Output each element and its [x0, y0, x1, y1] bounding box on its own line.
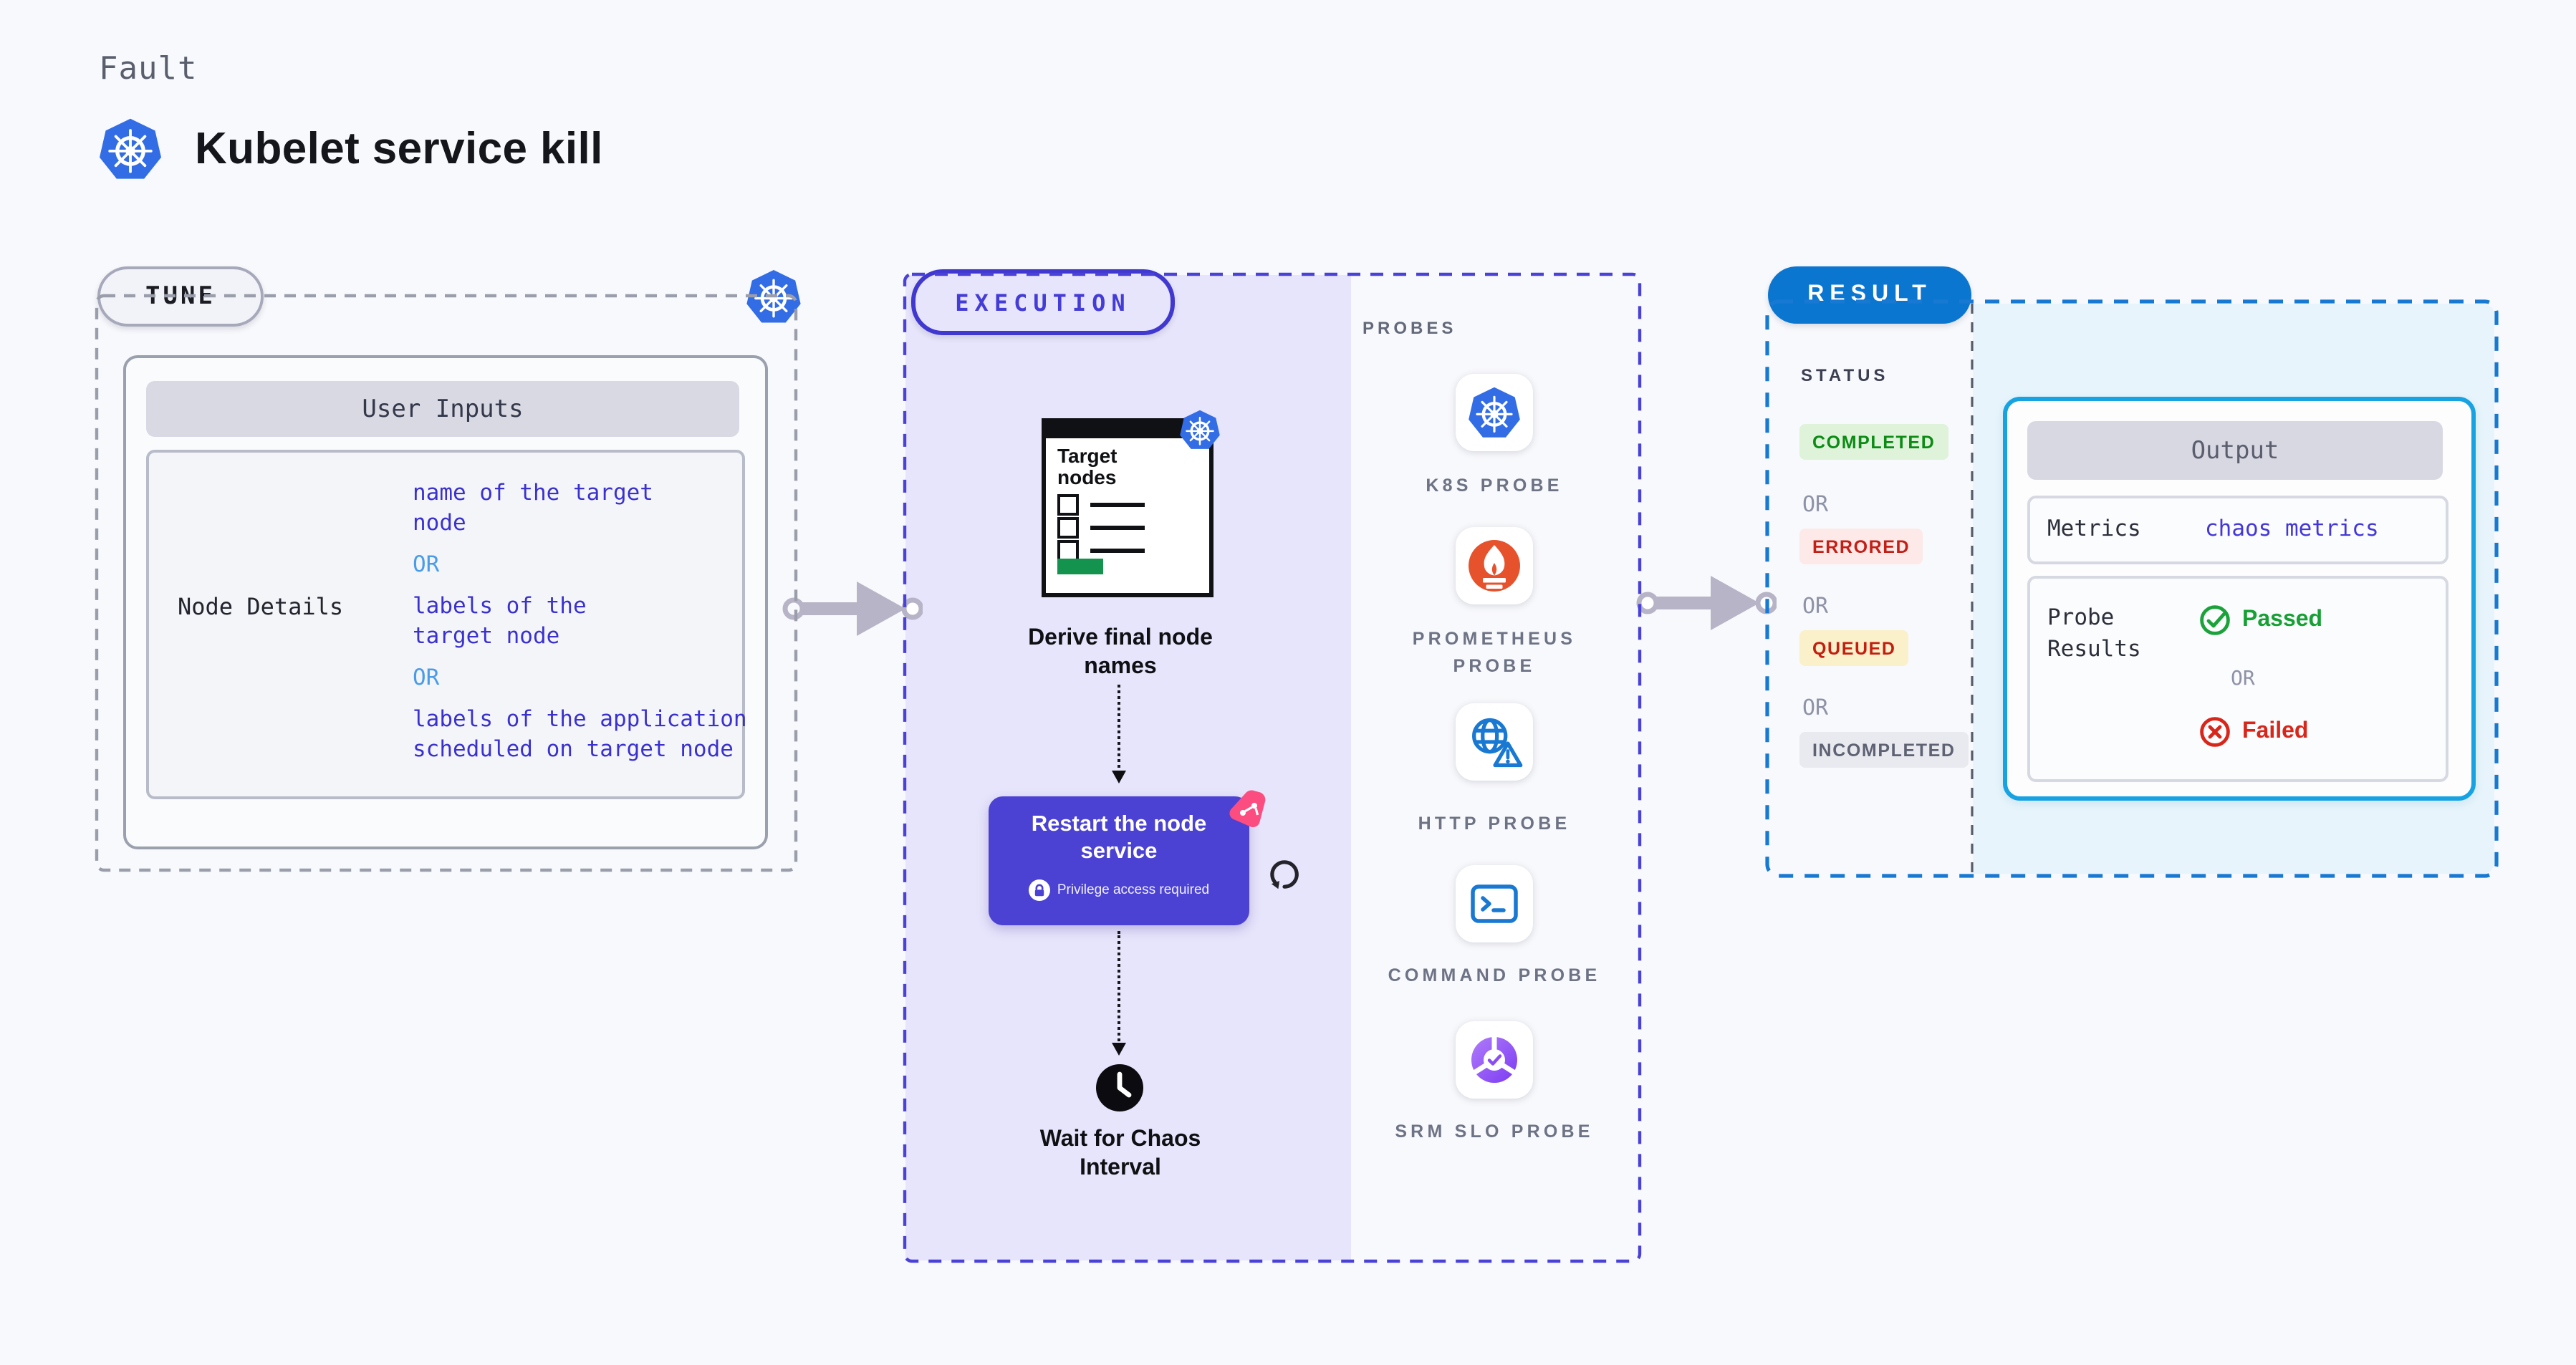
command-probe-card — [1456, 865, 1533, 942]
k8s-probe-card — [1456, 374, 1533, 451]
privilege-note-text: Privilege access required — [1057, 882, 1210, 898]
result-badge: RESULT — [1768, 266, 1971, 324]
srm-slo-probe-icon — [1471, 1035, 1517, 1083]
green-button-bar — [1057, 559, 1103, 574]
chaos-fault-icon — [1229, 790, 1266, 827]
probe-result-passed: Passed — [2199, 604, 2322, 636]
node-checkbox-row — [1057, 517, 1145, 539]
fault-eyebrow: Fault — [99, 52, 198, 87]
probe-results-row: Probe Results Passed OR Failed — [2027, 576, 2448, 782]
lock-icon — [1028, 879, 1050, 901]
loop-refresh-icon — [1270, 860, 1299, 889]
privilege-note: Privilege access required — [989, 879, 1249, 901]
flow-arrow-down — [1112, 685, 1126, 783]
connector-arrow-tune-execution — [782, 582, 923, 636]
metrics-label: Metrics — [2047, 516, 2141, 541]
k8s-probe-label: K8S PROBE — [1426, 476, 1563, 496]
user-inputs-title: User Inputs — [146, 381, 739, 437]
line-placeholder — [1090, 526, 1145, 530]
srm-slo-probe-card — [1456, 1021, 1533, 1099]
option-app-labels: labels of the application scheduled on t… — [413, 706, 747, 762]
user-inputs-card: User Inputs Node Details name of the tar… — [123, 355, 768, 849]
k8s-probe-icon — [1466, 382, 1523, 443]
line-placeholder — [1090, 549, 1145, 553]
execution-badge: EXECUTION — [911, 269, 1175, 335]
metrics-row: Metrics chaos metrics — [2027, 496, 2448, 564]
x-circle-icon — [2200, 717, 2230, 747]
or-separator: OR — [1802, 694, 1829, 720]
flow-arrow-down — [1112, 931, 1126, 1056]
http-probe-icon — [1472, 718, 1523, 768]
or-separator: OR — [1802, 592, 1829, 618]
chaos-interval-clock-icon — [1096, 1064, 1143, 1111]
http-probe-label: HTTP PROBE — [1418, 814, 1571, 834]
or-separator: OR — [2231, 667, 2255, 690]
node-details-label: Node Details — [178, 593, 344, 620]
prometheus-probe-icon — [1469, 540, 1520, 592]
option-node-name: name of the target node — [413, 480, 653, 536]
tune-badge: TUNE — [97, 266, 264, 327]
derive-node-names-label: Derive final node names — [1028, 626, 1213, 679]
status-badge-completed: COMPLETED — [1799, 424, 1948, 460]
result-divider — [1971, 304, 1974, 874]
status-badge-incompleted: INCOMPLETED — [1799, 732, 1969, 768]
command-probe-icon — [1471, 884, 1518, 923]
metrics-value: chaos metrics — [2205, 516, 2379, 541]
wait-for-chaos-interval-label: Wait for Chaos Interval — [1039, 1127, 1201, 1180]
node-checkbox-row — [1057, 494, 1145, 516]
status-heading: STATUS — [1801, 365, 1889, 385]
status-badge-queued: QUEUED — [1799, 630, 1909, 666]
http-probe-card — [1456, 703, 1533, 781]
restart-node-service-label: Restart the node service — [1031, 812, 1207, 864]
srm-slo-probe-label: SRM SLO PROBE — [1395, 1122, 1594, 1142]
prometheus-probe-label: PROMETHEUS PROBE — [1412, 629, 1577, 676]
checkbox-icon — [1057, 494, 1079, 516]
checkbox-icon — [1057, 517, 1079, 539]
command-probe-label: COMMAND PROBE — [1388, 965, 1601, 985]
status-badge-errored: ERRORED — [1799, 529, 1923, 564]
kubernetes-icon — [744, 265, 804, 328]
user-inputs-table: Node Details name of the target node OR … — [146, 450, 747, 799]
output-title: Output — [2027, 421, 2443, 480]
connector-arrow-execution-result — [1636, 576, 1777, 630]
passed-text: Passed — [2242, 607, 2323, 632]
output-panel: Output Metrics chaos metrics Probe Resul… — [2003, 397, 2476, 801]
or-separator: OR — [413, 665, 440, 690]
probe-results-label: Probe Results — [2047, 604, 2141, 662]
or-separator: OR — [1802, 491, 1829, 516]
node-details-options: name of the target node OR labels of the… — [413, 478, 754, 773]
failed-text: Failed — [2242, 719, 2309, 743]
check-circle-icon — [2200, 605, 2230, 635]
restart-node-service-node: Restart the node service Privilege acces… — [989, 796, 1249, 925]
prometheus-probe-card — [1456, 527, 1533, 604]
probes-heading: PROBES — [1363, 318, 1457, 338]
target-nodes-title: Target nodes — [1057, 444, 1118, 488]
line-placeholder — [1090, 503, 1145, 507]
or-separator: OR — [413, 551, 440, 577]
kubernetes-icon — [96, 113, 165, 185]
option-node-labels: labels of the target node — [413, 593, 587, 649]
page-title: Kubelet service kill — [195, 123, 603, 173]
probe-result-failed: Failed — [2199, 716, 2308, 748]
kubernetes-icon — [1178, 407, 1222, 453]
